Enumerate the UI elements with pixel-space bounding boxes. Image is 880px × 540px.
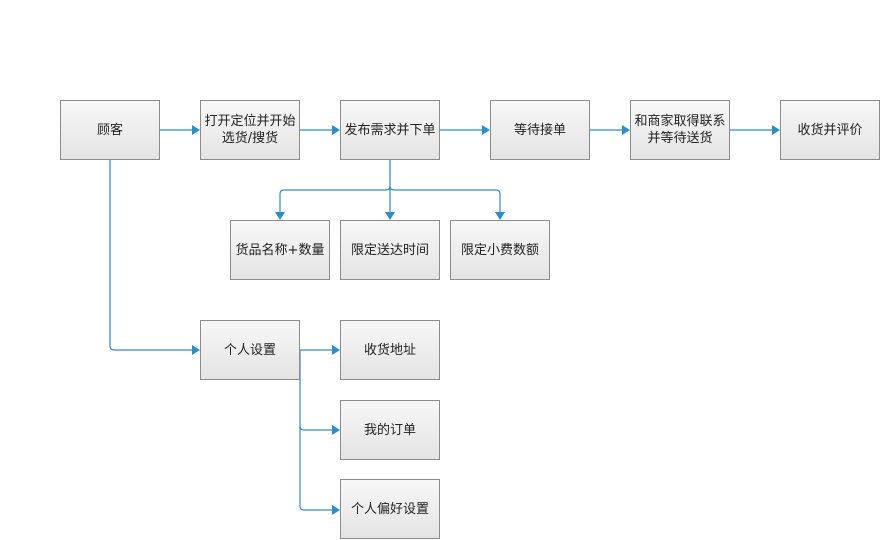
arrow-head (192, 125, 200, 135)
node-label: 收货并评价 (797, 122, 863, 138)
arrow-head (332, 505, 340, 515)
arrow-head (482, 125, 490, 135)
node-address: 收货地址 (340, 320, 440, 380)
node-label: 限定小费数额 (460, 242, 539, 258)
arrow-head (385, 212, 395, 220)
node-contact: 和商家取得联系 并等待送货 (630, 100, 730, 160)
node-label: 货品名称+数量 (235, 242, 325, 258)
node-label: 顾客 (96, 122, 123, 138)
node-label: 个人偏好设置 (350, 501, 429, 517)
node-receive: 收货并评价 (780, 100, 880, 160)
arrow-head (622, 125, 630, 135)
node-label: 发布需求并下单 (344, 122, 436, 138)
node-label: 收货地址 (363, 342, 416, 358)
node-customer: 顾客 (60, 100, 160, 160)
arrow-head (495, 212, 505, 220)
arrow-head (772, 125, 780, 135)
node-label: 等待接单 (513, 122, 566, 138)
arrow-head (332, 125, 340, 135)
node-open-location: 打开定位并开始 选货/搜货 (200, 100, 300, 160)
node-time-limit: 限定送达时间 (340, 220, 440, 280)
node-tip-limit: 限定小费数额 (450, 220, 550, 280)
arrow-head (192, 345, 200, 355)
node-goods-name: 货品名称+数量 (230, 220, 330, 280)
node-preferences: 个人偏好设置 (340, 479, 440, 539)
node-settings: 个人设置 (200, 320, 300, 380)
node-publish: 发布需求并下单 (340, 100, 440, 160)
node-label: 限定送达时间 (350, 242, 429, 258)
edge-publish-branch (279, 160, 391, 212)
edge-settings-orders (299, 350, 332, 431)
node-label: 个人设置 (223, 342, 276, 358)
edge-customer-settings (109, 160, 192, 351)
node-orders: 我的订单 (340, 400, 440, 460)
arrow-head (332, 425, 340, 435)
node-label: 打开定位并开始 选货/搜货 (204, 114, 296, 146)
edge-settings-preferences (299, 426, 332, 511)
arrow-head (275, 212, 285, 220)
arrow-head (332, 345, 340, 355)
node-label: 和商家取得联系 并等待送货 (634, 114, 726, 146)
node-label: 我的订单 (363, 422, 416, 438)
edge-publish-tip (389, 185, 501, 212)
node-wait: 等待接单 (490, 100, 590, 160)
